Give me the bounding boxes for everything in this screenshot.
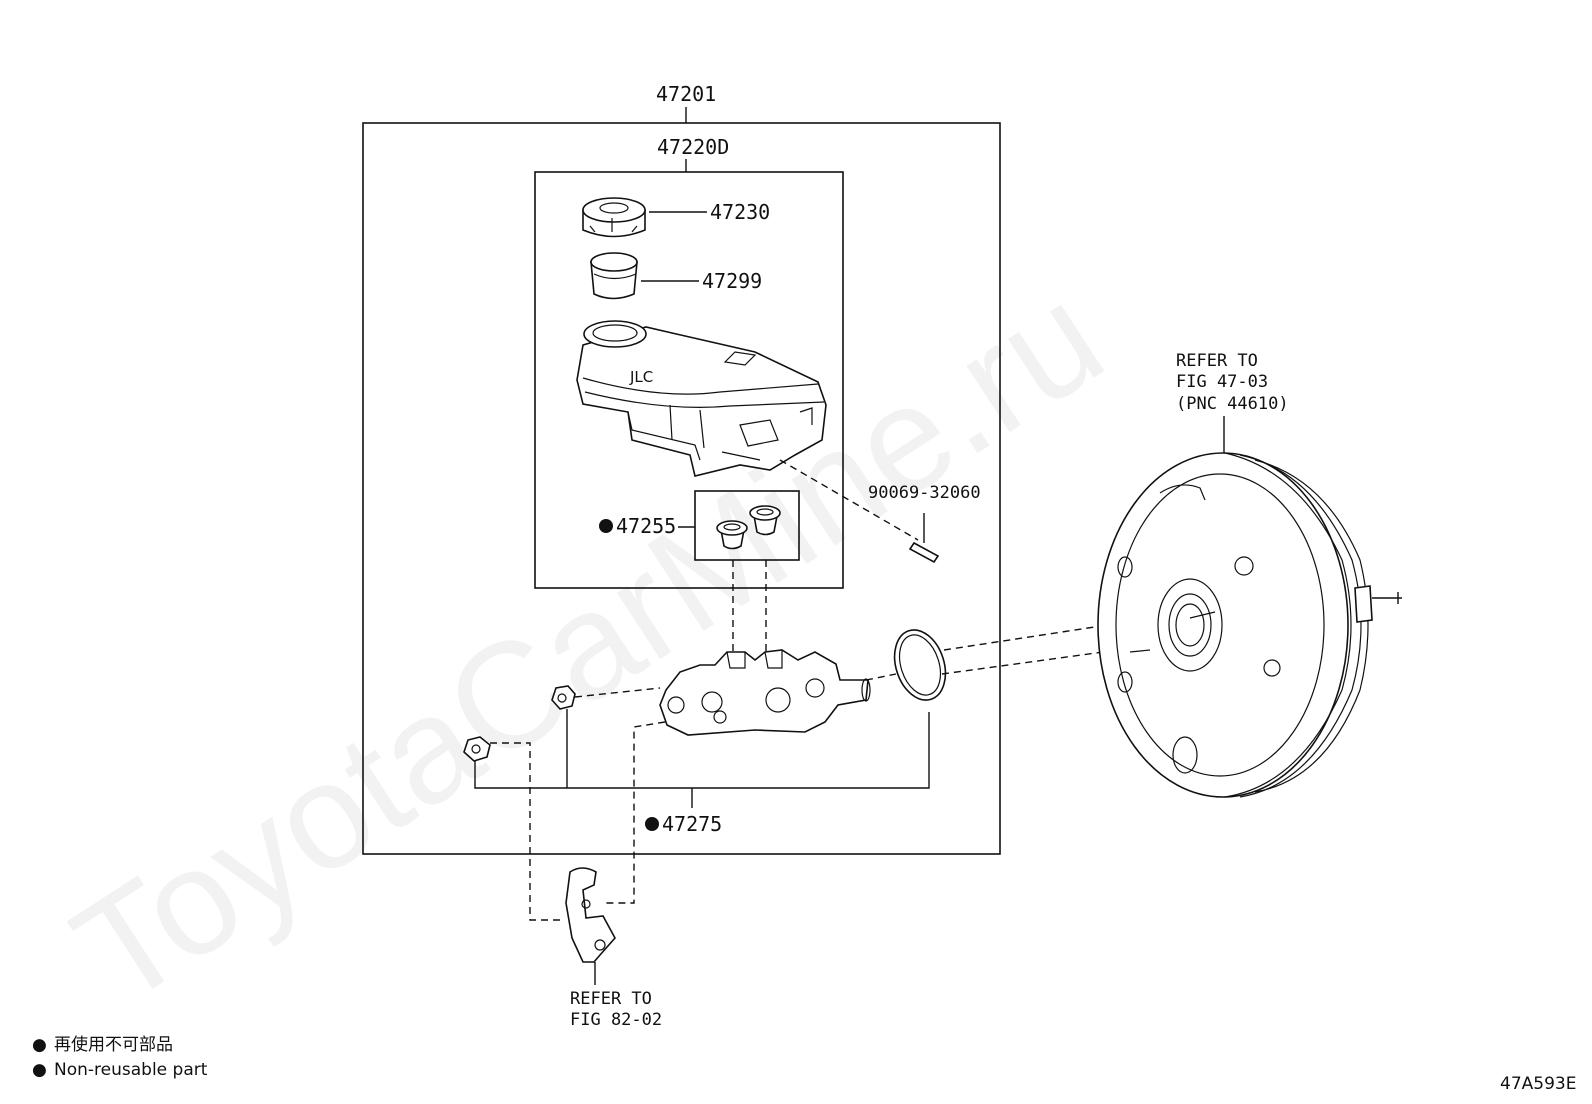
callout-47255[interactable]: 47255 <box>616 514 676 538</box>
grommet-box <box>694 490 800 561</box>
nut-lower-part[interactable] <box>463 736 491 762</box>
figure-code: 47A593E <box>1500 1074 1576 1094</box>
callout-47299[interactable]: 47299 <box>702 269 762 293</box>
callout-47201[interactable]: 47201 <box>656 82 716 106</box>
callout-47220D[interactable]: 47220D <box>657 135 729 159</box>
grommet-right-part[interactable] <box>749 505 781 536</box>
reservoir-sub-assembly-box <box>534 171 844 589</box>
bracket-ref-line-1: REFER TO <box>570 989 652 1009</box>
assembly-box <box>362 122 1001 855</box>
master-cylinder-body-part[interactable] <box>659 649 871 736</box>
legend-text-ja: 再使用不可部品 <box>54 1034 173 1055</box>
reservoir-tank-part[interactable]: JLC <box>576 320 827 477</box>
grommet-left-part[interactable] <box>716 520 748 550</box>
reservoir-strainer-part[interactable] <box>590 252 638 300</box>
reservoir-cap-part[interactable] <box>582 197 646 238</box>
bracket-plate-part[interactable] <box>565 867 616 963</box>
nut-upper-part[interactable] <box>551 685 576 710</box>
non-reusable-dot-47275 <box>645 817 659 831</box>
callout-47230[interactable]: 47230 <box>710 200 770 224</box>
legend-symbol-en: ● <box>32 1060 47 1080</box>
booster-ref-line-2: FIG 47-03 <box>1176 372 1268 392</box>
non-reusable-dot-47255 <box>599 519 613 533</box>
brake-booster-part[interactable] <box>1097 452 1402 798</box>
svg-text:JLC: JLC <box>629 368 653 386</box>
booster-ref-line-3: (PNC 44610) <box>1176 394 1289 414</box>
booster-ref-line-1: REFER TO <box>1176 351 1258 371</box>
o-ring-part[interactable] <box>886 623 954 706</box>
callout-47275[interactable]: 47275 <box>662 812 722 836</box>
pin-90069-32060-part[interactable] <box>908 541 940 564</box>
bracket-ref-line-2: FIG 82-02 <box>570 1010 662 1030</box>
legend-text-en: Non-reusable part <box>54 1060 208 1080</box>
callout-90069-32060[interactable]: 90069-32060 <box>868 483 981 503</box>
legend-symbol-ja: ● <box>32 1035 47 1055</box>
